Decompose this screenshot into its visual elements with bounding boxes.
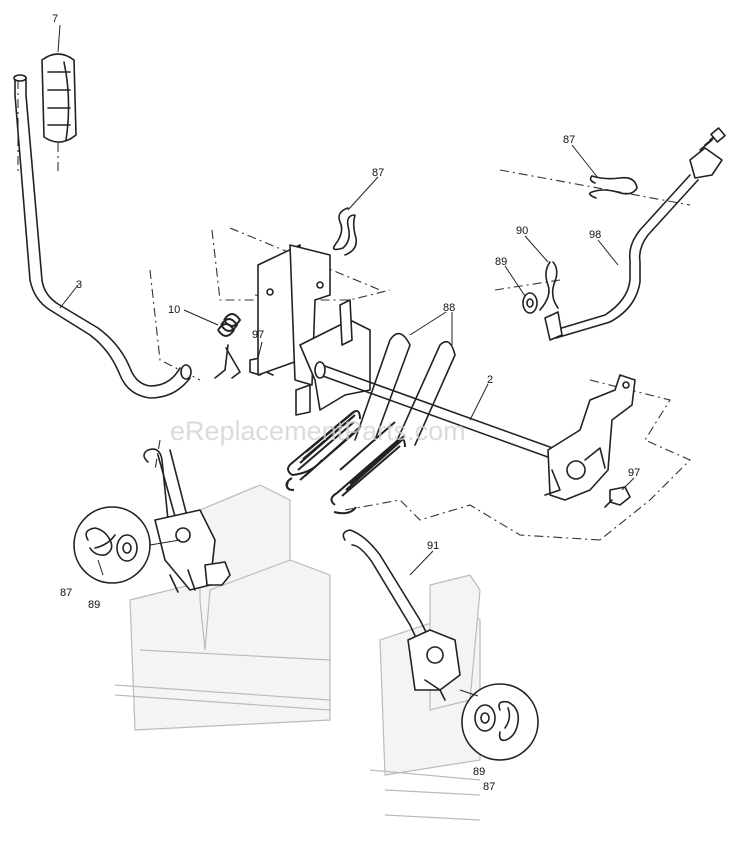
callout-90: 90 <box>516 225 528 237</box>
callout-2: 2 <box>487 374 493 386</box>
callout-91: 91 <box>427 540 439 552</box>
callout-labels: 7 3 10 97 87 88 2 87 90 98 89 97 87 89 9… <box>52 13 640 793</box>
callout-89-topright: 89 <box>495 256 507 268</box>
part-97-bolt-right <box>604 486 631 508</box>
part-88-extension-springs <box>285 332 456 515</box>
part-87-hairpin-top <box>332 207 358 256</box>
callout-87-right: 87 <box>483 781 495 793</box>
part-90-clip <box>539 261 559 311</box>
watermark-text: eReplacementParts.com <box>170 416 466 446</box>
part-89-washer-topright <box>522 292 538 314</box>
left-lift-arm <box>143 448 231 593</box>
callout-88: 88 <box>443 302 455 314</box>
callout-89-left: 89 <box>88 599 100 611</box>
zoom-circle-right <box>459 683 539 761</box>
callout-7: 7 <box>52 13 58 25</box>
callout-98: 98 <box>589 229 601 241</box>
part-98-adjuster-rod <box>544 127 726 341</box>
callout-87-topright: 87 <box>563 134 575 146</box>
part-7-handle-grip <box>41 53 77 143</box>
callout-97-right: 97 <box>628 467 640 479</box>
callout-3: 3 <box>76 279 82 291</box>
callout-89-right: 89 <box>473 766 485 778</box>
callout-10: 10 <box>168 304 180 316</box>
part-91-lift-arm <box>342 529 461 701</box>
part-2-lift-shaft <box>314 361 573 466</box>
zoom-circle-left <box>73 506 181 584</box>
part-87-hairpin-topright <box>588 175 638 199</box>
callout-87-left: 87 <box>60 587 72 599</box>
right-lift-arm <box>544 374 636 501</box>
part-3-lift-lever <box>13 74 192 399</box>
callout-97-left: 97 <box>252 329 264 341</box>
callout-87-top: 87 <box>372 167 384 179</box>
part-10-torsion-spring <box>214 313 242 379</box>
mounting-bracket <box>257 244 371 416</box>
callout-leaders <box>57 24 635 576</box>
